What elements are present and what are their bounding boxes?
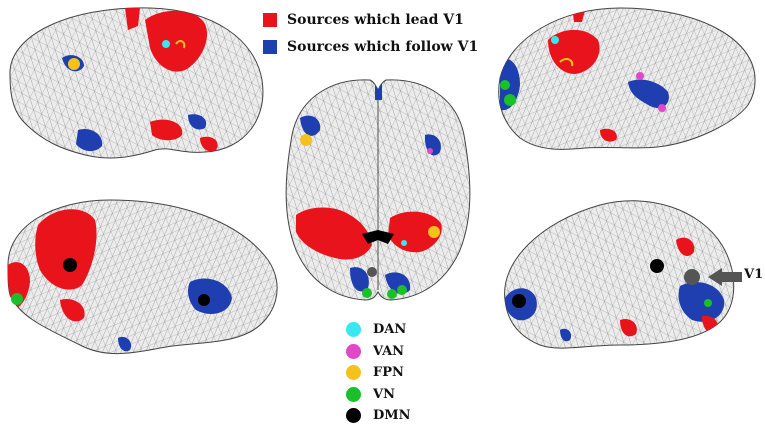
v1-arrow [708, 268, 742, 286]
legend-label: Sources which lead V1 [287, 11, 464, 28]
van-dot [346, 343, 361, 359]
v1-marker [367, 267, 377, 277]
legend-label: Sources which follow V1 [287, 38, 479, 55]
dmn-marker [63, 258, 77, 272]
source-legend: Sources which lead V1 Sources which foll… [263, 6, 478, 60]
legend-entry-vn: VN [346, 384, 411, 406]
left-medial-brain [7, 199, 278, 355]
follow-region [678, 282, 725, 322]
vn-marker [387, 289, 397, 299]
legend-entry-follow: Sources which follow V1 [263, 33, 478, 60]
left-lateral-brain [9, 7, 264, 159]
dmn-marker [650, 259, 664, 273]
lead-region [296, 207, 372, 260]
legend-label: VN [373, 386, 395, 402]
v1-marker [684, 269, 700, 285]
fpn-marker [428, 226, 440, 238]
vn-dot [346, 386, 361, 402]
lead-region [150, 119, 183, 141]
legend-label: DMN [373, 408, 411, 424]
lead-region [35, 209, 97, 290]
fpn-dot [346, 365, 361, 381]
fpn-marker [68, 58, 80, 70]
lead-region [620, 318, 637, 337]
dan-dot [346, 322, 361, 338]
follow-region [375, 80, 382, 100]
vn-marker [500, 80, 510, 90]
legend-entry-dan: DAN [346, 319, 411, 341]
follow-region [300, 115, 321, 136]
lead-region [548, 29, 600, 74]
legend-label: DAN [373, 322, 407, 338]
lead-region [145, 10, 208, 72]
vn-marker [11, 293, 23, 305]
legend-label: VAN [373, 343, 405, 359]
follow-region [560, 328, 572, 342]
dan-marker [162, 40, 170, 48]
legend-entry-fpn: FPN [346, 362, 411, 384]
lead-region [125, 8, 140, 30]
vn-marker [397, 285, 407, 295]
follow-region [350, 267, 369, 292]
follow-region [188, 278, 232, 314]
v1-label: V1 [744, 267, 764, 282]
van-marker [427, 148, 433, 154]
follow-region [628, 79, 669, 109]
follow-region [188, 114, 207, 130]
follow-region [76, 128, 103, 152]
legend-entry-dmn: DMN [346, 405, 411, 427]
van-marker [658, 104, 666, 112]
network-legend: DAN VAN FPN VN DMN [346, 319, 411, 427]
van-marker [636, 72, 644, 80]
dmn-dot [346, 408, 361, 424]
vn-marker [704, 299, 712, 307]
follow-swatch [263, 39, 277, 54]
lead-swatch [263, 12, 277, 27]
dmn-marker [198, 294, 210, 306]
ventral-brain [285, 79, 471, 301]
lead-region [60, 298, 85, 322]
legend-entry-van: VAN [346, 341, 411, 363]
vn-marker [504, 94, 516, 106]
legend-label: FPN [373, 365, 404, 381]
legend-entry-lead: Sources which lead V1 [263, 6, 478, 33]
dmn-marker [512, 294, 526, 308]
follow-region [118, 336, 132, 352]
vn-marker [362, 288, 372, 298]
right-lateral-brain [498, 7, 756, 150]
dan-marker [401, 240, 407, 246]
lead-region [676, 237, 695, 256]
lead-region [600, 128, 617, 142]
dan-marker [551, 36, 559, 44]
dmn-marker [362, 230, 394, 244]
right-medial-brain [504, 200, 742, 349]
fpn-marker [300, 134, 312, 146]
lead-region [200, 136, 218, 152]
